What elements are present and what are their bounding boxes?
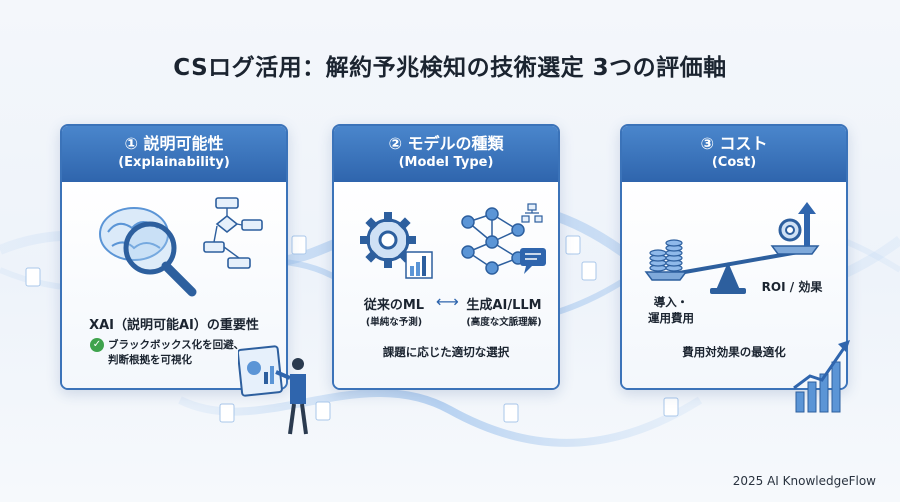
growth-chart-icon [793,340,850,413]
flowchart-icon [203,197,263,269]
double-arrow-icon: ⟷ [436,292,459,311]
card-subheading: (Explainability) [118,155,230,170]
cost-label: 導入・ 運用費用 [636,294,706,326]
balance-scale-icon [644,202,820,294]
traditional-ml-sub: (単純な予測) [365,317,423,328]
card-heading: ③ コスト [700,134,768,153]
cost-label-line-1: 導入・ [653,295,689,309]
chat-bubble-icon [520,248,546,274]
card-cost: ③ コスト (Cost) 導入・ 運用費用 ROI / 効果 費用 [620,124,848,390]
gear-icon [360,212,433,279]
xai-label: XAI（説明可能AI）の重要性 [89,318,259,333]
bar-chart-icon [405,251,433,279]
card-model-type: ② モデルの種類 (Model Type) [332,124,560,390]
cost-caption: 費用対効果の最適化 [682,345,786,359]
card-subheading: (Cost) [711,155,757,170]
llm-sub: (高度な文脈理解) [466,317,542,328]
gear-up-arrow-icon [778,202,816,246]
coin-stack-icon [649,239,683,272]
card-header: ① 説明可能性 (Explainability) [62,126,286,182]
card-heading: ① 説明可能性 [124,134,224,153]
card-body: 従来のML (単純な予測) ⟷ 生成AI/LLM (高度な文脈理解) 課題に応じ… [334,182,558,388]
card-subheading: (Model Type) [398,155,494,170]
xai-note: ✓ ブラックボックス化を回避、 判断根拠を可視化 [90,338,244,368]
note-line-2: 判断根拠を可視化 [108,354,192,366]
model-caption: 課題に応じた適切な選択 [382,345,510,359]
card-header: ② モデルの種類 (Model Type) [334,126,558,182]
traditional-ml-label: 従来のML [363,298,425,313]
card-heading: ② モデルの種類 [388,134,504,153]
card-body: 導入・ 運用費用 ROI / 効果 費用対効果の最適化 [622,182,846,388]
card-header: ③ コスト (Cost) [622,126,846,182]
footer-credit: 2025 AI KnowledgeFlow [732,474,876,488]
llm-label: 生成AI/LLM [466,298,542,313]
roi-label: ROI / 効果 [761,280,823,294]
cost-label-line-2: 運用費用 [648,311,694,325]
presenter-icon [238,345,308,435]
page-title: CSログ活用：解約予兆検知の技術選定 3つの評価軸 [173,55,727,81]
card-body: XAI（説明可能AI）の重要性 ✓ ブラックボックス化を回避、 判断根拠を可視化 [62,182,286,388]
card-explainability: ① 説明可能性 (Explainability) XAI（説明可能AI）の重要性 [60,124,288,390]
neural-network-icon [461,203,546,275]
note-line-1: ブラックボックス化を回避、 [108,339,245,351]
check-icon: ✓ [90,338,104,352]
brain-magnifier-icon [99,207,197,297]
